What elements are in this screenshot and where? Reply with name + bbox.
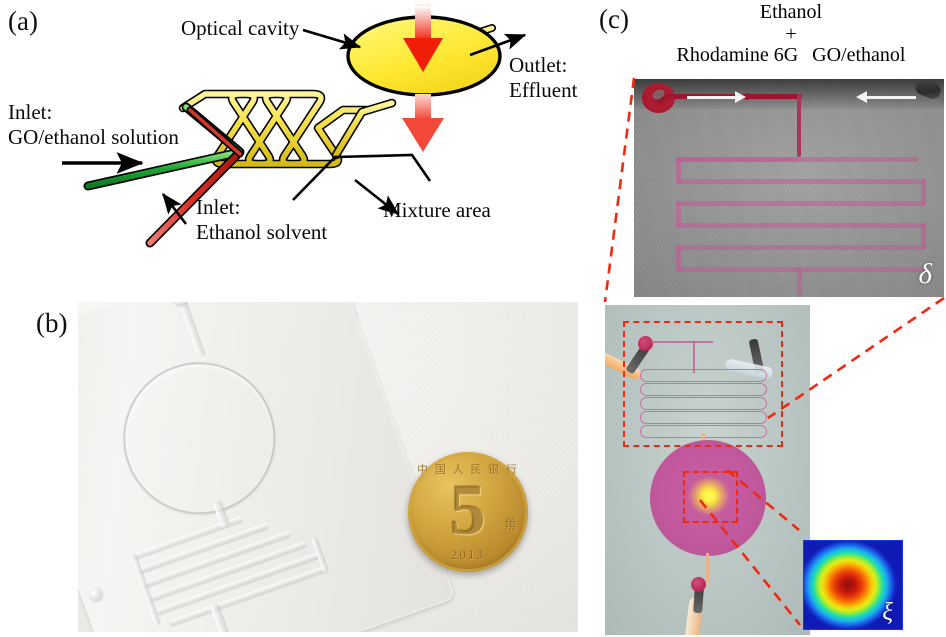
leader-inlet-ethanol xyxy=(161,192,188,225)
label-mixture-area: Mixture area xyxy=(383,198,491,222)
panel-b-label: (b) xyxy=(36,308,68,338)
leader-optical-cavity xyxy=(302,28,362,50)
heatmap-field xyxy=(804,541,902,629)
device-serp-3 xyxy=(640,397,767,410)
mixture-area-bracket xyxy=(292,153,432,201)
leader-outlet xyxy=(469,33,527,57)
chip-port-left xyxy=(87,585,105,603)
label-inlet-ethanol-line1: Inlet: xyxy=(196,195,241,219)
panel-a: (a) xyxy=(0,0,600,280)
chip-inlet-stem xyxy=(177,302,207,358)
device-inlet-line-v xyxy=(693,341,695,373)
chip-serpentine-channel xyxy=(130,495,330,632)
panel-a-label: (a) xyxy=(8,6,38,36)
cavity-inlet-connector xyxy=(331,98,397,160)
label-optical-cavity: Optical cavity xyxy=(181,16,300,40)
micrograph-background xyxy=(634,79,944,297)
coin-legend-text: 中 国 人 民 银 行 xyxy=(417,464,519,476)
micrograph-serp-bend-l2 xyxy=(676,201,681,228)
device-serp-2 xyxy=(640,383,767,396)
micrograph-serp-bend-r2 xyxy=(921,223,926,250)
label-inlet-go-line2: GO/ethanol solution xyxy=(8,125,179,149)
label-outlet-line2: Effluent xyxy=(509,78,578,102)
micrograph-serp-bend-r1 xyxy=(921,179,926,206)
label-inlet-ethanol-line2: Ethanol solvent xyxy=(196,220,328,244)
coin-denomination: 5 xyxy=(450,470,486,550)
flow-arrow-right-head xyxy=(856,91,867,103)
callout-box-serpentine xyxy=(623,321,783,447)
micrograph-serp-bend-l1 xyxy=(676,157,681,184)
flow-arrow-right-shaft xyxy=(866,96,916,99)
callout-box-lasing-spot xyxy=(683,471,738,523)
heatmap-noise xyxy=(804,541,902,629)
panel-b: 5 中 国 人 民 银 行 角 2013 xyxy=(78,302,578,632)
device-port-outlet-bottom xyxy=(691,577,706,592)
panel-c-header: Ethanol + Rhodamine 6G GO/ethanol xyxy=(636,1,946,67)
device-inlet-line-h xyxy=(651,341,713,343)
inlet-ethanol-tube xyxy=(145,106,244,248)
micrograph-marker-delta: δ xyxy=(918,258,932,290)
panel-c-label: (c) xyxy=(599,4,629,34)
device-photograph xyxy=(605,305,810,635)
serpentine-channel-fill xyxy=(180,91,370,167)
leader-mixture-area xyxy=(354,178,400,216)
micrograph-serp-5 xyxy=(676,223,926,228)
flow-arrow-left-head xyxy=(735,91,746,103)
micrograph-serp-6 xyxy=(676,245,926,250)
intensity-heatmap-inset: ξ xyxy=(803,540,903,630)
pump-arrow-bottom xyxy=(402,94,444,152)
header-go-ethanol: GO/ethanol xyxy=(812,44,906,67)
panel-b-photograph: 5 中 国 人 民 银 行 角 2013 xyxy=(78,302,578,632)
coin-unit: 角 xyxy=(503,517,517,532)
device-serp-1 xyxy=(640,369,767,382)
device-serp-4 xyxy=(640,411,767,424)
micrograph-inlet-channel-v xyxy=(797,94,801,157)
device-port-inlet-left xyxy=(638,336,653,351)
micrograph-serp-4 xyxy=(676,201,926,206)
micrograph-serp-2 xyxy=(676,157,919,162)
panel-c: (c) Ethanol + Rhodamine 6G GO/ethanol xyxy=(596,0,946,637)
label-inlet-go-line1: Inlet: xyxy=(8,100,53,124)
micrograph-junction-dot xyxy=(744,93,751,100)
heatmap-marker-xi: ξ xyxy=(882,599,893,626)
header-rhodamine: Rhodamine 6G xyxy=(676,44,799,67)
panel-a-schematic xyxy=(62,2,527,248)
label-outlet-line1: Outlet: xyxy=(509,53,568,77)
header-ethanol: Ethanol xyxy=(759,1,823,23)
flow-arrow-left-shaft xyxy=(687,96,737,99)
micrograph-serp-3 xyxy=(676,179,926,184)
coin-year: 2013 xyxy=(451,547,485,562)
header-plus: + xyxy=(785,22,797,45)
micrograph-serp-bend-l3 xyxy=(676,245,681,272)
scale-coin: 5 中 国 人 民 银 行 角 2013 xyxy=(408,452,528,572)
device-outlet-stem xyxy=(706,553,709,583)
pump-arrow-center xyxy=(403,6,443,72)
micrograph-image: δ xyxy=(634,79,944,297)
micrograph-serp-outlet xyxy=(797,267,802,297)
